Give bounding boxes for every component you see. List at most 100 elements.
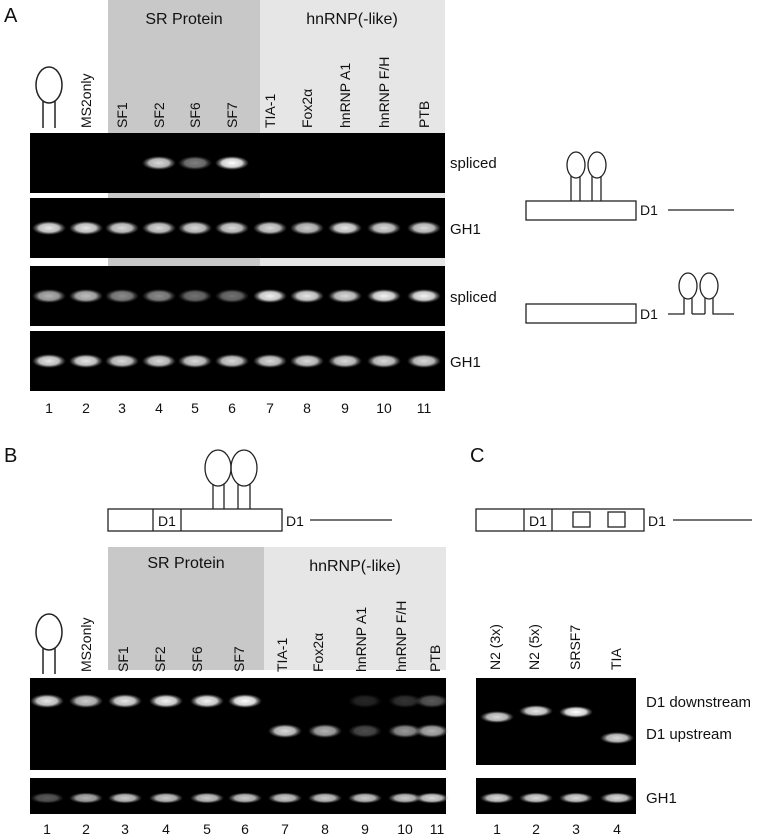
gel-band [32, 221, 66, 235]
gel-band [407, 221, 441, 235]
gel-band [407, 354, 441, 368]
gel-band [253, 289, 287, 303]
lane-name: hnRNP F/H [393, 601, 409, 672]
panel-a-construct-downstream-d1: D1 [640, 306, 658, 322]
gel-band [388, 792, 422, 804]
gel-band [600, 732, 634, 744]
lane-name: SF7 [224, 102, 240, 128]
panel-a-bands [32, 156, 441, 368]
gel-band [290, 221, 324, 235]
lane-number: 9 [361, 821, 369, 837]
panel-a-construct-upstream-d1: D1 [640, 202, 658, 218]
gel-band [367, 354, 401, 368]
gel-band [215, 354, 249, 368]
gel-band [559, 792, 593, 804]
panel-a-construct-downstream [525, 272, 734, 324]
panel-b-construct-d1-box: D1 [158, 513, 176, 529]
gel-band [215, 221, 249, 235]
gel-band [367, 289, 401, 303]
panel-c-construct-d1-box: D1 [529, 513, 547, 529]
gel-band [108, 792, 142, 804]
gel-band [290, 354, 324, 368]
panel-c-letter: C [470, 445, 484, 467]
lane-number: 8 [303, 400, 311, 416]
gel-band [149, 792, 183, 804]
lane-name: MS2only [78, 618, 94, 672]
lane-name: SRSF7 [567, 625, 583, 670]
panel-a-hairpin-icon [35, 66, 63, 128]
panel-a-construct-upstream [525, 151, 734, 221]
gel-band [149, 694, 183, 708]
lane-name: Fox2α [310, 633, 326, 672]
gel-band [178, 354, 212, 368]
gel-band [105, 221, 139, 235]
gel-band [69, 694, 103, 708]
gel-band [142, 156, 176, 170]
panel-a-sr-group-label: SR Protein [145, 11, 222, 28]
gel-band [308, 792, 342, 804]
lane-number: 8 [321, 821, 329, 837]
gel-band [348, 792, 382, 804]
lane-number: 2 [82, 821, 90, 837]
gel-band [30, 694, 64, 708]
lane-number: 7 [281, 821, 289, 837]
lane-number: 7 [266, 400, 274, 416]
panel-b-bands [30, 694, 449, 804]
lane-name: N2 (3x) [487, 624, 503, 670]
gel-band [388, 694, 422, 708]
lane-number: 6 [241, 821, 249, 837]
gel-band [600, 792, 634, 804]
lane-number: 11 [430, 821, 445, 837]
panel-a-row-label-2: GH1 [450, 221, 481, 238]
gel-band [415, 724, 449, 738]
gel-band [308, 724, 342, 738]
lane-name: SF6 [187, 102, 203, 128]
panel-a-row-label-3: spliced [450, 289, 497, 306]
lane-number: 3 [121, 821, 129, 837]
panel-b-hnrnp-group-bg [264, 547, 446, 670]
gel-band [519, 705, 553, 717]
lane-number: 6 [228, 400, 236, 416]
lane-name: SF6 [189, 646, 205, 672]
lane-name: SF7 [231, 646, 247, 672]
gel-band [108, 694, 142, 708]
panel-b-hnrnp-group-label: hnRNP(-like) [309, 558, 401, 575]
lane-name: hnRNP A1 [353, 607, 369, 672]
panel-a-letter: A [4, 5, 18, 27]
gel-band [480, 792, 514, 804]
lane-name: N2 (5x) [526, 624, 542, 670]
lane-number: 9 [341, 400, 349, 416]
lane-name: SF1 [114, 102, 130, 128]
gel-band [142, 354, 176, 368]
gel-band [69, 289, 103, 303]
panel-b-construct-d1-label: D1 [286, 513, 304, 529]
lane-number: 10 [397, 821, 413, 837]
gel-band [328, 289, 362, 303]
panel-a-hnrnp-group-label: hnRNP(-like) [306, 11, 398, 28]
lane-number: 11 [417, 400, 432, 416]
gel-band [178, 156, 212, 170]
lane-number: 3 [118, 400, 126, 416]
gel-band [415, 694, 449, 708]
panel-b-sr-group-bg [108, 547, 264, 670]
panel-b-gel-main [30, 678, 446, 770]
gel-band [290, 289, 324, 303]
gel-band [69, 354, 103, 368]
gel-band [215, 289, 249, 303]
lane-number: 1 [43, 821, 51, 837]
gel-band [388, 724, 422, 738]
gel-band [142, 221, 176, 235]
gel-band [253, 354, 287, 368]
gel-band [142, 289, 176, 303]
gel-band [105, 289, 139, 303]
lane-name: SF2 [152, 646, 168, 672]
lane-name: PTB [416, 101, 432, 128]
